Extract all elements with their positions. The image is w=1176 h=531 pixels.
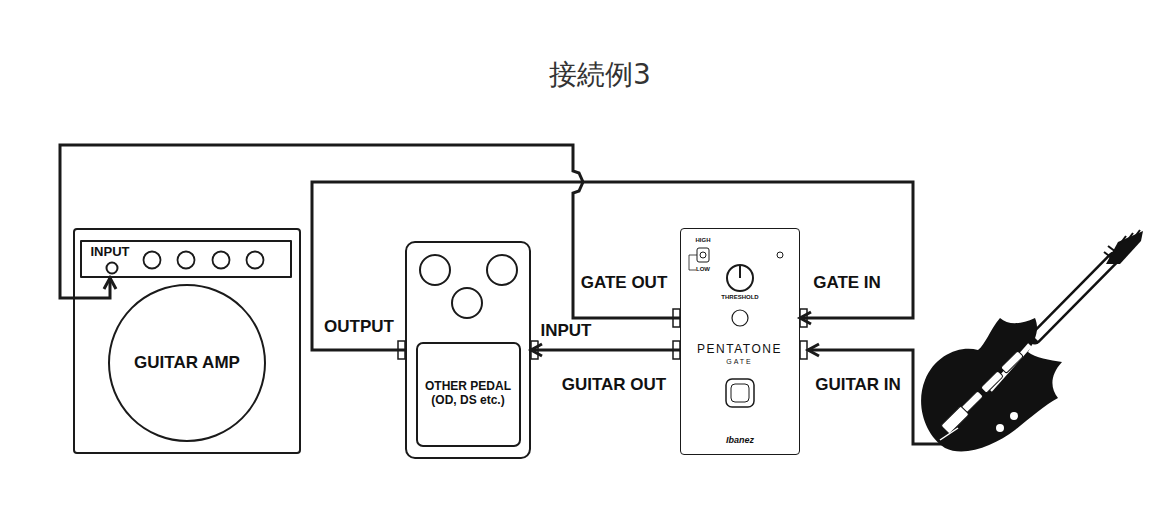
node-title: INPUT (91, 244, 130, 260)
threshold-knob (727, 265, 753, 291)
control-knob (1010, 412, 1018, 420)
jack-label: GATE OUT (579, 274, 670, 293)
tuner (1120, 236, 1126, 244)
jack-label: OUTPUT (322, 318, 396, 337)
input-jack (107, 263, 118, 274)
pickup (1001, 351, 1024, 374)
node-subtitle: GATE (726, 357, 753, 365)
toggle-lever (700, 252, 706, 258)
knob-pointer (739, 266, 741, 278)
led (777, 252, 783, 258)
guitar-headstock (1106, 231, 1143, 264)
tuner (1108, 246, 1116, 252)
jack-label: GUITAR OUT (560, 376, 669, 395)
pedal-knob (487, 255, 517, 285)
node-title: PENTATONE (697, 341, 782, 355)
tuner (1134, 230, 1140, 238)
cable (312, 182, 913, 350)
diagram-title: 接続例3 (549, 56, 651, 94)
jack-label: GATE IN (811, 274, 883, 293)
toggle-bracket (689, 255, 697, 270)
panel-label: HIGH (696, 237, 711, 244)
guitar-neck (1035, 258, 1114, 338)
cable (531, 349, 680, 352)
node-decoration (680, 228, 800, 455)
footswitch-plate (417, 343, 520, 446)
jack-stub (800, 341, 807, 359)
toggle-switch (697, 248, 709, 262)
guitar-amp: GUITAR AMP INPUT (73, 228, 301, 454)
other-pedal: OTHER PEDAL (OD, DS etc.) (405, 241, 531, 459)
panel-label: THRESHOLD (721, 294, 758, 301)
amp-knob (247, 252, 264, 269)
node-decoration (405, 241, 531, 459)
tuner (1104, 252, 1112, 258)
guitar-body (921, 318, 1062, 452)
footswitch (726, 379, 754, 407)
amp-knob (213, 252, 230, 269)
guitar-fretboard (1035, 260, 1112, 338)
node-title: OTHER PEDAL (OD, DS etc.) (420, 379, 516, 408)
node-title: GUITAR AMP (134, 353, 240, 373)
gate-pedal: PENTATONE GATE (680, 228, 800, 455)
control-knob (996, 424, 1004, 432)
tremolo-arm (940, 428, 958, 440)
amp-knob (144, 252, 161, 269)
tuner (1127, 233, 1133, 241)
guitar-illustration (921, 230, 1143, 452)
jack-label: GUITAR IN (813, 376, 903, 395)
footswitch-cap (731, 384, 749, 402)
panel-label: LOW (696, 266, 710, 273)
push-button (732, 310, 748, 326)
speaker-circle (109, 285, 265, 441)
amp-panel: INPUT (80, 240, 292, 278)
jack-label: INPUT (539, 322, 594, 341)
pedal-knob (420, 255, 450, 285)
amp-knob (178, 252, 195, 269)
pickup (981, 371, 1004, 394)
panel-label: Ibanez (726, 436, 754, 446)
pedal-knob (452, 288, 482, 318)
